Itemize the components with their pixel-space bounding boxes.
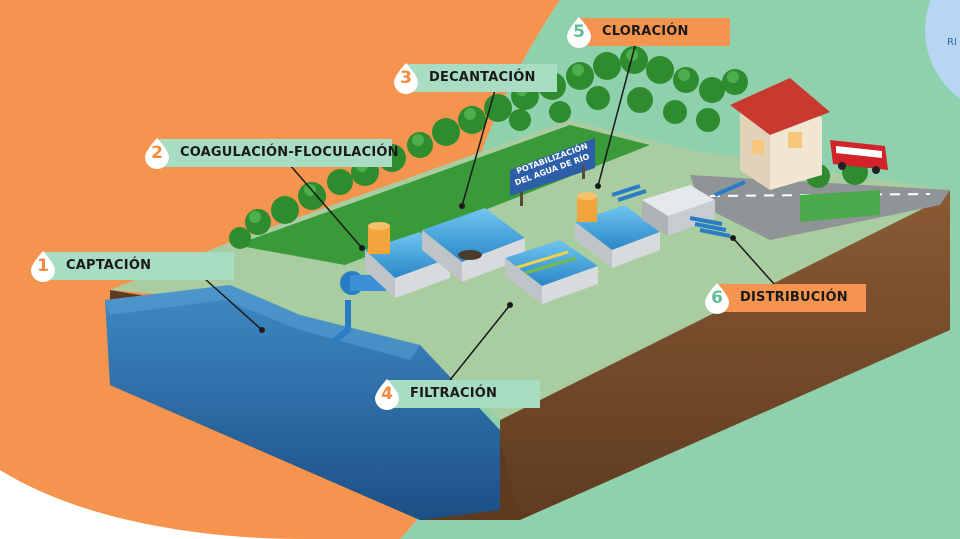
step-1-drop-icon: 1: [28, 250, 58, 282]
chlorination-tank: [575, 192, 660, 268]
step-5-drop-icon: 5: [564, 16, 594, 48]
step-2-label: COAGULACIÓN-FLOCULACIÓN: [180, 145, 399, 160]
step-6-bar: [716, 284, 866, 312]
distribution-building: [611, 180, 746, 238]
step-4-drop-icon: 4: [372, 378, 402, 410]
leader-dots: [259, 183, 736, 333]
step-1-label: CAPTACIÓN: [66, 258, 152, 273]
bus: [830, 140, 888, 174]
corner-text-fragment: RI: [947, 37, 957, 48]
decantation-tank: [422, 208, 525, 282]
step-2-number: 2: [151, 143, 163, 163]
leader-lines: [194, 45, 776, 381]
soil-right-face: [500, 190, 950, 520]
step-5-bar: [578, 18, 730, 46]
step-3-bar: [405, 64, 557, 92]
step-4-number: 4: [381, 384, 393, 404]
step-1-number: 1: [37, 256, 49, 276]
step-3-number: 3: [400, 68, 412, 88]
step-4-label: FILTRACIÓN: [410, 386, 498, 401]
step-6-drop-icon: 6: [702, 282, 732, 314]
step-1-bar: [42, 252, 234, 280]
step-4-bar: [386, 380, 540, 408]
blue-corner-circle: [925, 0, 960, 99]
river-surface-highlight: [105, 285, 420, 360]
house: [730, 78, 830, 190]
step-6-number: 6: [711, 288, 723, 308]
filtration-tank: [505, 240, 598, 304]
step-5-label: CLORACIÓN: [602, 24, 689, 39]
step-5-number: 5: [573, 22, 585, 42]
step-3-drop-icon: 3: [391, 62, 421, 94]
step-6-label: DISTRIBUCIÓN: [740, 290, 848, 305]
step-3-label: DECANTACIÓN: [429, 70, 536, 85]
step-2-bar: [156, 139, 392, 167]
white-corner-blob: [0, 470, 300, 539]
house-lawn: [800, 190, 880, 222]
step-2-drop-icon: 2: [142, 137, 172, 169]
